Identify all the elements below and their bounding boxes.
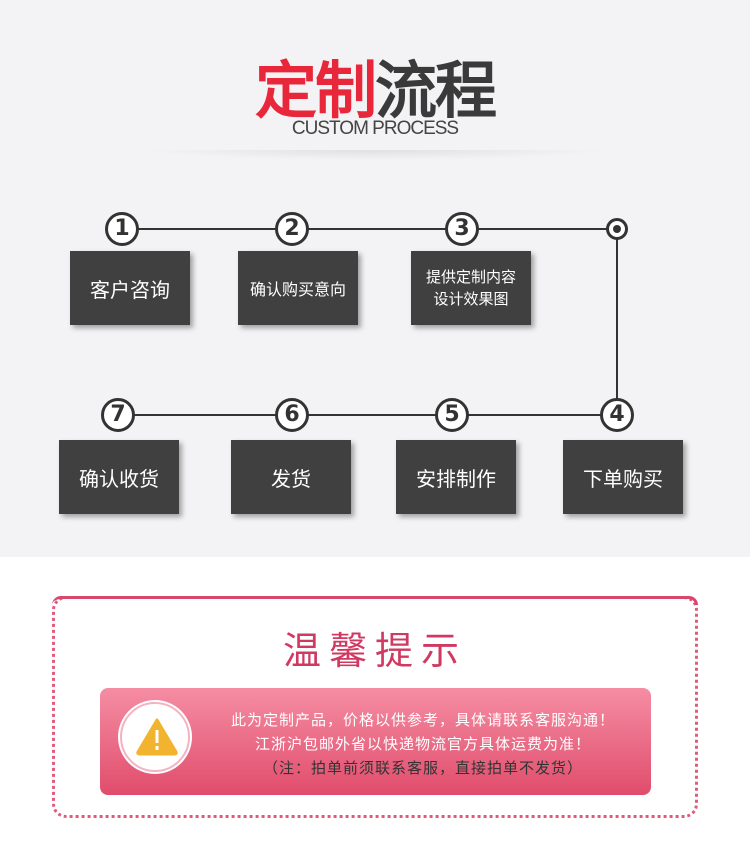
connector-line [616, 229, 618, 415]
step-label: 发货 [271, 466, 311, 491]
step-box: 提供定制内容设计效果图 [411, 251, 531, 325]
connector-node-icon [606, 218, 628, 240]
page-title: 定制流程 [0, 40, 750, 130]
notice-frame [52, 596, 698, 818]
notice-title: 温馨提示 [282, 629, 467, 673]
step-label: 确认收货 [79, 466, 159, 491]
title-dark: 流程 [375, 54, 497, 127]
step-number: 1 [105, 212, 139, 246]
step-number: 6 [275, 398, 309, 432]
connector-line [118, 414, 617, 416]
notice-line: 此为定制产品，价格以供参考，具体请联系客服沟通！ [230, 711, 615, 729]
step-box: 确认收货 [59, 440, 179, 514]
step-label: 提供定制内容 [425, 268, 516, 286]
step-box: 安排制作 [396, 440, 516, 514]
divider-shadow [140, 150, 610, 160]
step-box: 下单购买 [563, 440, 683, 514]
notice-line: 江浙沪包邮外省以快递物流官方具体运费为准！ [254, 735, 591, 753]
step-box: 确认购买意向 [238, 251, 358, 325]
notice-box: 此为定制产品，价格以供参考，具体请联系客服沟通！ 江浙沪包邮外省以快递物流官方具… [100, 688, 651, 795]
step-number: 2 [275, 212, 309, 246]
step-label: 设计效果图 [433, 290, 509, 308]
step-label: 安排制作 [416, 466, 496, 491]
step-number: 3 [445, 212, 479, 246]
notice-text: 此为定制产品，价格以供参考，具体请联系客服沟通！ 江浙沪包邮外省以快递物流官方具… [195, 708, 651, 780]
step-label: 客户咨询 [90, 277, 170, 302]
step-box: 客户咨询 [70, 251, 190, 325]
step-number: 4 [600, 398, 634, 432]
title-red: 定制 [254, 54, 377, 127]
step-number: 7 [101, 398, 135, 432]
step-box: 发货 [231, 440, 351, 514]
step-number: 5 [435, 398, 469, 432]
step-label: 下单购买 [583, 466, 663, 491]
notice-line: （注：拍单前须联系客服，直接拍单不发货） [262, 759, 583, 777]
warning-icon [120, 702, 190, 772]
subtitle: CUSTOM PROCESS [291, 118, 459, 139]
step-label: 确认购买意向 [249, 280, 346, 299]
connector-line [122, 228, 617, 230]
